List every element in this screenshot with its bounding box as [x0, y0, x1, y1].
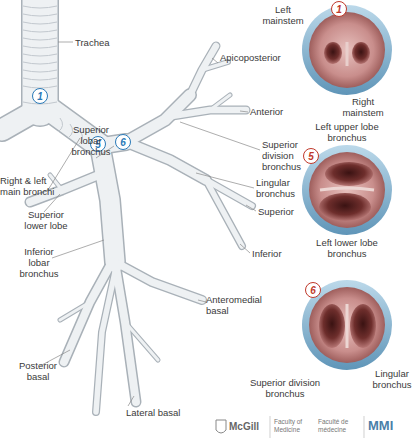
callout-number: 5 — [308, 151, 314, 162]
anatomy-label: Left mainstem — [262, 4, 304, 26]
anatomy-label: Anterior — [250, 106, 310, 117]
anatomy-label: Right mainstem — [338, 96, 388, 118]
anatomy-label: Superior lower lobe — [16, 209, 76, 231]
logo-mark — [216, 416, 364, 438]
anatomy-label: Inferior lobar bronchus — [14, 246, 64, 279]
endoscopic-view — [302, 145, 392, 235]
callout-circle: 6 — [115, 134, 131, 150]
callout-circle: 6 — [305, 282, 321, 298]
leader-lines — [40, 42, 260, 406]
anatomy-label: Superior lobar bronchus — [66, 124, 116, 157]
anatomy-label: Left lower lobe bronchus — [310, 237, 384, 259]
callout-circle: 1 — [331, 1, 347, 17]
logo-text: Faculté de médecine — [318, 418, 364, 434]
callout-number: 1 — [37, 91, 43, 102]
anatomy-label: Left upper lobe bronchus — [312, 121, 382, 143]
endoscopic-view — [302, 280, 392, 370]
callout-number: 6 — [120, 137, 126, 148]
anatomy-label: Superior — [258, 206, 318, 217]
callout-number: 1 — [336, 4, 342, 15]
anatomy-label: Lingular bronchus — [256, 177, 308, 199]
airway-fill — [2, 0, 252, 412]
anatomy-label: Inferior — [252, 248, 312, 259]
callout-number: 6 — [310, 285, 316, 296]
anatomy-label: Posterior basal — [10, 360, 66, 382]
endoscopic-view — [302, 5, 392, 95]
airway-outline — [2, 0, 252, 412]
anatomy-label: Anteromedial basal — [206, 294, 280, 316]
logo-text: McGill — [229, 421, 271, 433]
callout-circle: 5 — [303, 148, 319, 164]
anatomy-label: Lingular bronchus — [366, 368, 418, 390]
anatomy-label: Right & left main bronchi — [0, 175, 62, 197]
anatomy-label: Superior division bronchus — [248, 377, 322, 399]
anatomy-label: Apicoposterior — [220, 52, 300, 63]
callout-circle: 1 — [32, 88, 48, 104]
anatomy-label: Trachea — [75, 37, 135, 48]
logo-text: MMI — [368, 419, 414, 434]
logo-text: Faculty of Medicine — [274, 418, 318, 434]
anatomy-label: Superior division bronchus — [262, 139, 318, 172]
anatomy-label: Lateral basal — [126, 407, 196, 418]
